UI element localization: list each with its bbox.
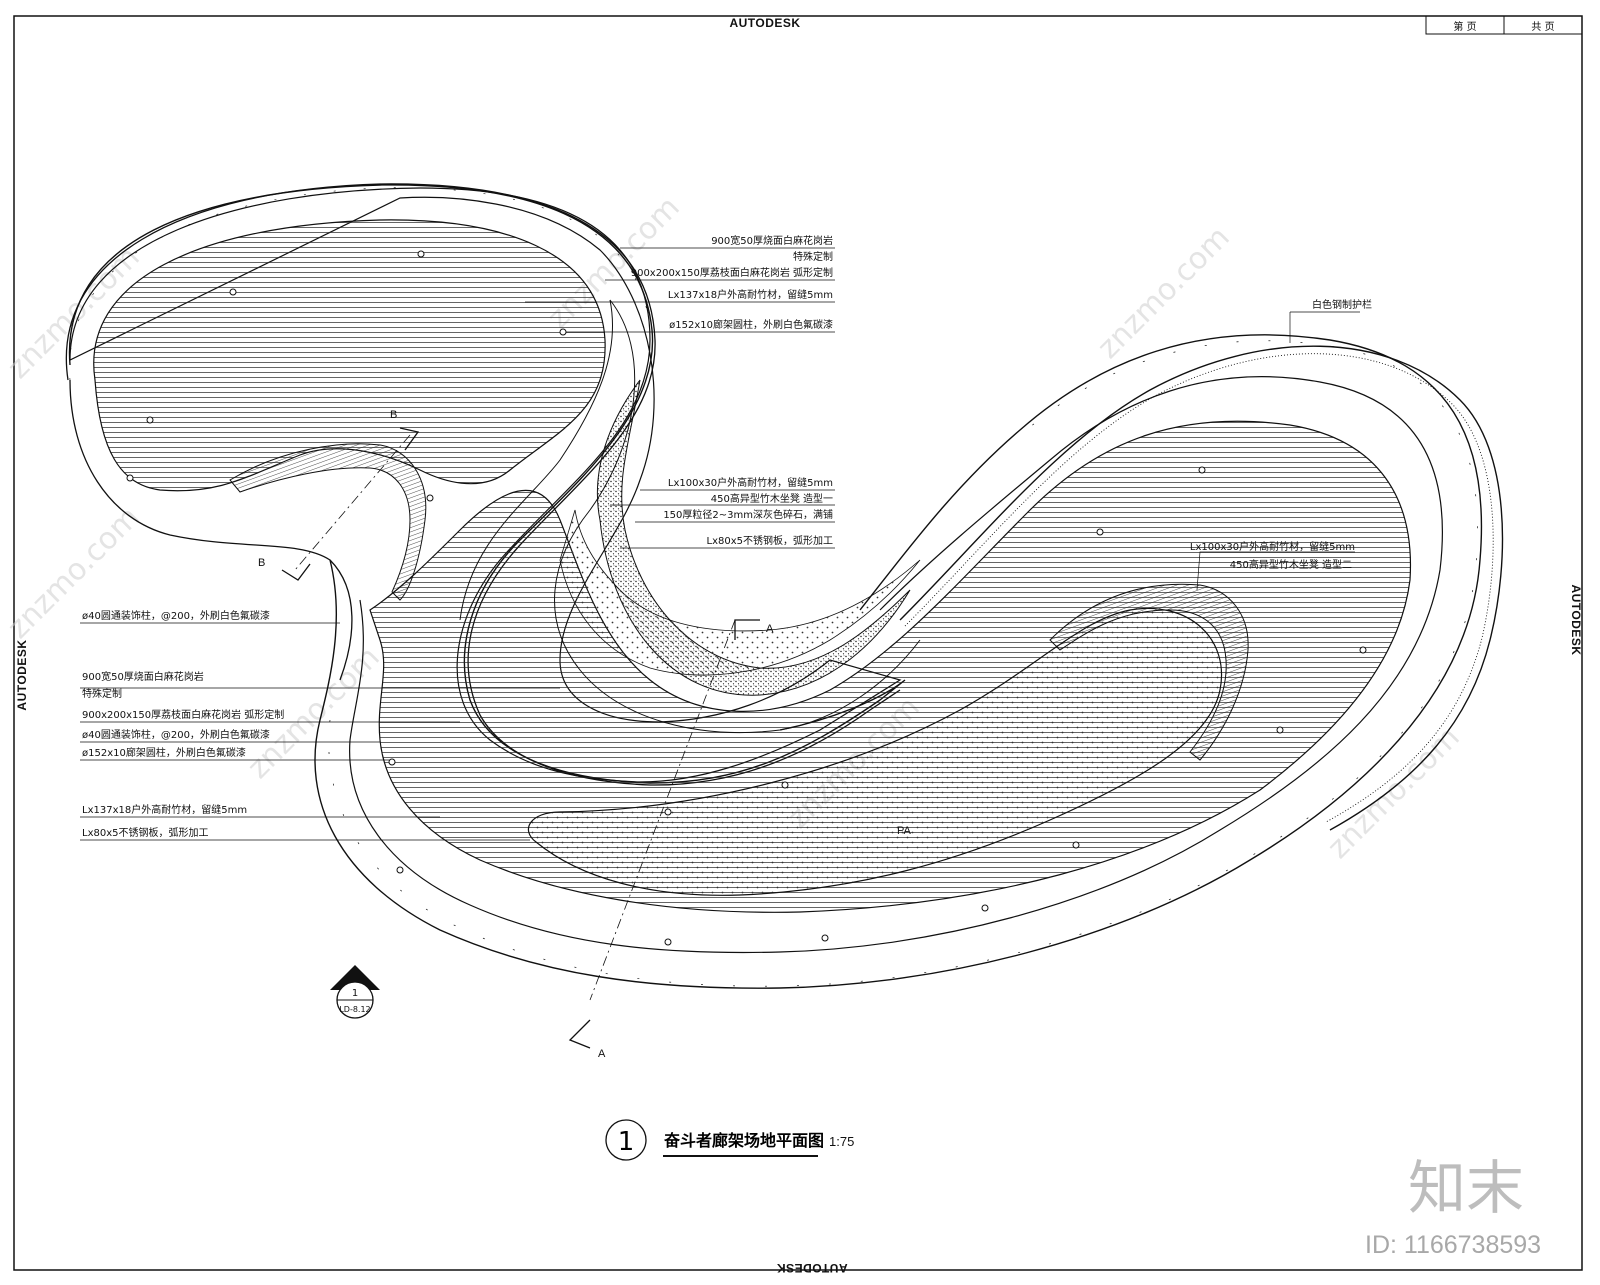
brand-bottom: AUTODESK [776,1261,847,1275]
callout-top-2: 900x200x150厚荔枝面白麻花岗岩 弧形定制 [631,266,833,279]
callout-top-4: ø152x10廊架圆柱，外刷白色氟碳漆 [669,318,833,331]
drawing-frame [13,15,1583,1271]
callout-top-0: 900宽50厚烧面白麻花岗岩 [711,234,833,247]
callout-right-0: Lx100x30户外高耐竹材，留缝5mm [1190,540,1355,553]
callout-top-1: 特殊定制 [793,250,833,263]
callout-left-1: 900宽50厚烧面白麻花岗岩 [82,670,204,683]
section-line-b: B B [258,409,420,581]
section-a-bottom-label: A [598,1048,606,1060]
section-b-top-label: B [390,409,397,421]
callout-mid-2: 150厚粒径2~3mm深灰色碎石，满铺 [663,508,833,521]
drawing-scale: 1:75 [829,1134,854,1149]
main-platform [229,299,1504,989]
callout-left-4: ø40圆通装饰柱，@200，外刷白色氟碳漆 [82,728,270,741]
callout-right-1: 450高异型竹木坐凳 造型二 [1230,558,1352,571]
callout-mid-1: 450高异型竹木坐凳 造型一 [711,492,833,505]
image-id: ID: 1166738593 [1365,1231,1541,1259]
ref-sheet: LD-8.12 [339,1005,370,1014]
ref-number: 1 [352,988,358,999]
section-line-a: A A [568,619,774,1060]
drawing-title-block: 1 奋斗者廊架场地平面图 1:75 [605,1119,854,1161]
brand-top: AUTODESK [729,16,800,30]
drawing-title: 奋斗者廊架场地平面图 [663,1131,824,1150]
callout-mid-3: Lx80x5不锈钢板，弧形加工 [707,534,834,547]
page-label: 第 页 [1453,20,1476,33]
view-number: 1 [618,1127,635,1157]
detail-reference-symbol: 1 LD-8.12 [330,965,380,1019]
callout-left-2: 特殊定制 [82,687,122,700]
watermark-text: znzmo.com [1,500,147,646]
watermark-text: znzmo.com [1091,220,1237,366]
brand-left: AUTODESK [15,639,29,710]
callouts-left: ø40圆通装饰柱，@200，外刷白色氟碳漆 900宽50厚烧面白麻花岗岩 特殊定… [80,609,560,841]
callouts-right: Lx100x30户外高耐竹材，留缝5mm 450高异型竹木坐凳 造型二 [1190,540,1355,591]
callout-left-6: Lx137x18户外高耐竹材，留缝5mm [82,803,247,816]
column-markers [126,250,1367,946]
callout-mid-0: Lx100x30户外高耐竹材，留缝5mm [668,476,833,489]
callout-left-7: Lx80x5不锈钢板，弧形加工 [82,826,209,839]
section-a-top-label: A [766,623,774,635]
callouts-top: 900宽50厚烧面白麻花岗岩 特殊定制 900x200x150厚荔枝面白麻花岗岩… [525,234,835,333]
total-label: 共 页 [1531,21,1554,33]
brand-right: AUTODESK [1569,584,1583,655]
page-counter-block: 第 页 共 页 [1425,15,1583,35]
callouts-mid: Lx100x30户外高耐竹材，留缝5mm 450高异型竹木坐凳 造型一 150厚… [610,476,835,549]
area-tag: PA [897,825,912,837]
callout-left-5: ø152x10廊架圆柱，外刷白色氟碳漆 [82,746,246,759]
callout-left-3: 900x200x150厚荔枝面白麻花岗岩 弧形定制 [82,708,284,721]
railing-callout: 白色钢制护栏 [1289,298,1372,343]
railing-label: 白色钢制护栏 [1312,298,1372,311]
section-b-bottom-label: B [258,557,265,569]
brand-logo: 知末 [1408,1154,1524,1222]
callout-left-0: ø40圆通装饰柱，@200，外刷白色氟碳漆 [82,609,270,622]
callout-top-3: Lx137x18户外高耐竹材，留缝5mm [668,288,833,301]
